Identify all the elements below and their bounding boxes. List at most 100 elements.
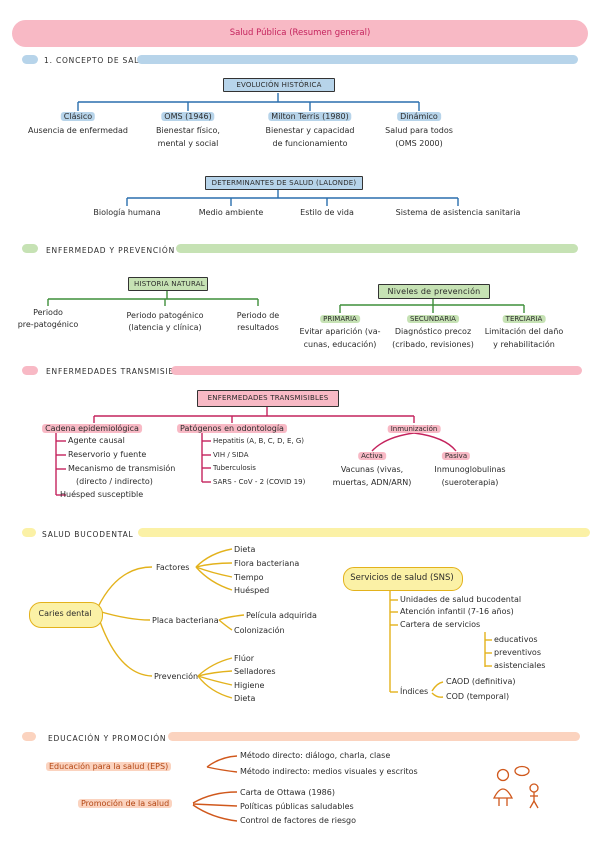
prevencion-label: Prevención <box>154 672 199 681</box>
hist-item-2b: (latencia y clínica) <box>128 323 202 332</box>
hist-item-2a: Periodo patogénico <box>126 311 204 320</box>
pat-item-4: SARS - CoV - 2 (COVID 19) <box>213 478 306 486</box>
pat-item-3: Tuberculosis <box>213 464 256 472</box>
people-doodle <box>492 765 539 809</box>
cartera-3: asistenciales <box>494 661 546 670</box>
historia-box: HISTORIA NATURAL <box>128 277 208 291</box>
inmunizacion-head: Inmunización <box>387 424 441 434</box>
factores-label: Factores <box>156 563 190 572</box>
evol-head-4: Dinámico <box>397 112 441 122</box>
factor-2: Flora bacteriana <box>234 559 300 568</box>
section1-title: 1. CONCEPTO DE SALUD <box>44 56 152 65</box>
section3-bar <box>171 366 582 375</box>
serv-1: Unidades de salud bucodental <box>400 595 522 604</box>
section1-dot <box>22 55 38 64</box>
prev-1: Flúor <box>234 654 255 663</box>
evol-text-1: Ausencia de enfermedad <box>28 126 128 135</box>
det-item-4: Sistema de asistencia sanitaria <box>395 208 521 217</box>
serv-2: Atención infantil (7-16 años) <box>400 607 514 616</box>
section4-title: SALUD BUCODENTAL <box>42 530 134 539</box>
pasiva-head: Pasiva <box>441 451 471 461</box>
prev-4: Dieta <box>234 694 256 703</box>
evol-text-3b: de funcionamiento <box>272 139 348 148</box>
placa-1: Película adquirida <box>246 611 317 620</box>
pat-item-2: VIH / SIDA <box>213 451 249 459</box>
hist-item-3b: resultados <box>237 323 279 332</box>
niv-head-1: PRIMARIA <box>320 314 360 324</box>
edu-1: Método directo: diálogo, charla, clase <box>240 751 391 760</box>
section2-bar <box>176 244 578 253</box>
edu-2: Método indirecto: medios visuales y escr… <box>240 767 418 776</box>
niv-head-2: SECUNDARIA <box>407 314 459 324</box>
patogenos-head: Patógenos en odontología <box>177 424 287 434</box>
cadena-item-1: Agente causal <box>68 436 125 445</box>
evolucion-box: EVOLUCIÓN HISTÓRICA <box>223 78 335 92</box>
factor-4: Huésped <box>234 586 270 595</box>
section2-dot <box>22 244 38 253</box>
prom-2: Políticas públicas saludables <box>240 802 354 811</box>
section3-dot <box>22 366 38 375</box>
evol-head-3: Milton Terris (1980) <box>268 112 352 122</box>
section2-title: ENFERMEDAD Y PREVENCIÓN <box>46 246 176 255</box>
cartera-1: educativos <box>494 635 538 644</box>
section1-bar <box>137 55 578 64</box>
placa-2: Colonización <box>234 626 285 635</box>
section5-title: EDUCACIÓN Y PROMOCIÓN <box>48 734 167 743</box>
evol-text-3a: Bienestar y capacidad <box>265 126 355 135</box>
determinantes-box: DETERMINANTES DE SALUD (LALONDE) <box>205 176 363 190</box>
section4-bar <box>138 528 590 537</box>
hist-item-3a: Periodo de <box>236 311 280 320</box>
cadena-item-3: Mecanismo de transmisión <box>68 464 176 473</box>
activa-text-a: Vacunas (vivas, <box>340 465 404 474</box>
activa-head: Activa <box>358 451 386 461</box>
educacion-label: Educación para la salud (EPS) <box>46 762 172 772</box>
niv-text-3b: y rehabilitación <box>493 340 555 349</box>
niv-text-3a: Limitación del daño <box>484 327 564 336</box>
caries-pill <box>29 602 103 628</box>
indice-2: COD (temporal) <box>446 692 510 701</box>
section5-bar <box>168 732 580 741</box>
indice-1: CAOD (definitiva) <box>446 677 516 686</box>
cadena-item-5: Huésped susceptible <box>60 490 144 499</box>
prom-3: Control de factores de riesgo <box>240 816 357 825</box>
caries-label: Caries dental <box>38 609 92 618</box>
factor-3: Tiempo <box>234 573 264 582</box>
placa-label: Placa bacteriana <box>152 616 219 625</box>
det-item-3: Estilo de vida <box>300 208 354 217</box>
servicios-label: Servicios de salud (SNS) <box>350 573 454 583</box>
evol-text-2a: Bienestar físico, <box>156 126 220 135</box>
cadena-item-4: (directo / indirecto) <box>76 477 153 486</box>
hist-item-1a: Periodo <box>33 308 63 317</box>
pasiva-text-a: Inmunoglobulinas <box>434 465 506 474</box>
section5-dot <box>22 732 36 741</box>
serv-3: Cartera de servicios <box>400 620 481 629</box>
page-title: Salud Pública (Resumen general) <box>229 28 371 38</box>
det-item-1: Biología humana <box>93 208 161 217</box>
evol-text-4b: (OMS 2000) <box>395 139 443 148</box>
factor-1: Dieta <box>234 545 256 554</box>
evol-text-4a: Salud para todos <box>385 126 453 135</box>
niveles-box: Niveles de prevención <box>378 284 490 299</box>
indices-label: Índices <box>400 687 429 696</box>
cadena-head: Cadena epidemiológica <box>42 424 142 434</box>
prom-1: Carta de Ottawa (1986) <box>240 788 335 797</box>
section3-title: ENFERMEDADES TRANSMISIBLES <box>46 367 191 376</box>
cadena-item-2: Reservorio y fuente <box>68 450 147 459</box>
pasiva-text-b: (sueroterapia) <box>441 478 499 487</box>
niv-text-1a: Evitar aparición (va- <box>299 327 381 336</box>
niv-text-2a: Diagnóstico precoz <box>394 327 472 336</box>
prev-2: Selladores <box>234 667 276 676</box>
transmisibles-box: ENFERMEDADES TRANSMISIBLES <box>197 390 339 407</box>
title-banner <box>12 20 588 47</box>
det-item-2: Medio ambiente <box>198 208 264 217</box>
evol-head-1: Clásico <box>60 112 96 122</box>
niv-text-1b: cunas, educación) <box>303 340 377 349</box>
activa-text-b: muertas, ADN/ARN) <box>332 478 412 487</box>
niv-text-2b: (cribado, revisiones) <box>392 340 474 349</box>
cartera-2: preventivos <box>494 648 541 657</box>
niv-head-3: TERCIARIA <box>502 314 546 324</box>
pat-item-1: Hepatitis (A, B, C, D, E, G) <box>213 437 304 445</box>
evol-text-2b: mental y social <box>157 139 219 148</box>
prev-3: Higiene <box>234 681 265 690</box>
